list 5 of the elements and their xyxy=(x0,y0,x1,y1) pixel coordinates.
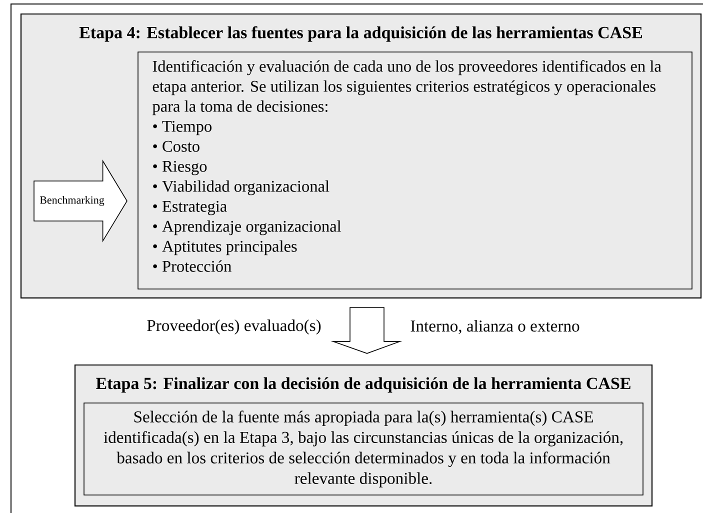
edge-label: Proveedor(es) evaluado(s) xyxy=(147,319,321,334)
block-arrow xyxy=(330,307,402,354)
arrow-note: Interno, alianza o externo xyxy=(410,320,580,334)
criteria-box: Identificación y evaluación de cada uno de los proveedores identificados en la etapa anterior. Se utilizan los siguientes criterios estratégicos y operacionales para la toma de decisiones: • Tiempo • Costo • Riesgo • Viabilidad organizacional • Estrategia • Aprendizaje organizacional • Aptitutes principales • Protección xyxy=(138,52,692,290)
description-box: Selección de la fuente más apropiada para la(s) herramienta(s) CASE identificada(s) en la Etapa 3, bajo las circunstancias únicas de la organización, basado en los criterios de selección determinados y en toda la información relevante disponible. xyxy=(84,402,644,496)
